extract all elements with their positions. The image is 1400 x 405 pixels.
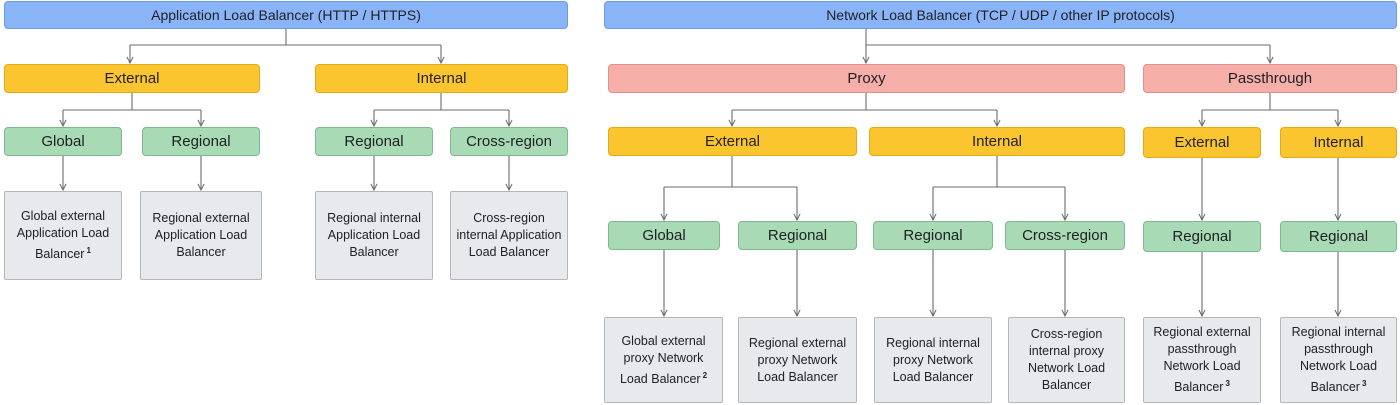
nlb-pass-internal-node: Internal: [1280, 127, 1397, 158]
alb-global-external-leaf: Global external Application Load Balance…: [4, 191, 122, 280]
connector-line: [732, 93, 997, 111]
leaf-text: Regional internal passthrough Network Lo…: [1291, 325, 1386, 394]
connector-line: [1202, 93, 1338, 111]
connector-line: [374, 93, 509, 111]
nlb-pass-external-node: External: [1143, 127, 1261, 158]
leaf-text: Regional internal Application Load Balan…: [327, 211, 421, 259]
footnote-marker: 2: [702, 370, 708, 380]
connector-line: [664, 156, 797, 188]
leaf-text: Regional external proxy Network Load Bal…: [748, 335, 847, 384]
nlb-crossregion-internal-proxy-leaf: Cross-region internal proxy Network Load…: [1008, 317, 1125, 403]
nlb-title: Network Load Balancer (TCP / UDP / other…: [604, 1, 1397, 29]
footnote-marker: 1: [86, 246, 91, 255]
nlb-pass-ext-regional-node: Regional: [1143, 221, 1261, 252]
nlb-proxy-int-regional-node: Regional: [873, 221, 993, 250]
alb-title: Application Load Balancer (HTTP / HTTPS): [4, 1, 568, 29]
nlb-regional-internal-proxy-leaf: Regional internal proxy Network Load Bal…: [874, 317, 992, 403]
nlb-regional-external-proxy-leaf: Regional external proxy Network Load Bal…: [738, 317, 857, 403]
nlb-proxy-node: Proxy: [608, 64, 1125, 93]
nlb-regional-external-passthrough-leaf: Regional external passthrough Network Lo…: [1143, 317, 1261, 403]
alb-ext-regional-node: Regional: [142, 127, 260, 156]
leaf-text: Global external proxy Network Load Balan…: [619, 333, 706, 386]
leaf-text: Regional external Application Load Balan…: [152, 211, 250, 259]
connector-line: [63, 93, 201, 111]
leaf-text: Cross-region internal proxy Network Load…: [1027, 327, 1106, 392]
alb-regional-internal-leaf: Regional internal Application Load Balan…: [315, 191, 433, 280]
alb-int-crossregion-node: Cross-region: [450, 127, 568, 156]
alb-ext-global-node: Global: [4, 127, 122, 156]
footnote-marker: 3: [1361, 379, 1367, 388]
nlb-regional-internal-passthrough-leaf: Regional internal passthrough Network Lo…: [1280, 317, 1397, 403]
leaf-text: Regional internal proxy Network Load Bal…: [886, 335, 980, 384]
connector-line: [865, 29, 1270, 46]
footnote-marker: 3: [1225, 379, 1230, 388]
connector-line: [130, 29, 441, 46]
alb-regional-external-leaf: Regional external Application Load Balan…: [140, 191, 262, 280]
alb-internal-node: Internal: [315, 64, 568, 93]
alb-crossregion-internal-leaf: Cross-region internal Application Load B…: [450, 191, 568, 280]
nlb-pass-int-regional-node: Regional: [1280, 221, 1397, 252]
leaf-text: Cross-region internal Application Load B…: [456, 211, 562, 259]
nlb-proxy-ext-global-node: Global: [608, 221, 720, 250]
nlb-proxy-external-node: External: [608, 127, 857, 156]
connector-line: [933, 156, 1065, 188]
leaf-text: Regional external passthrough Network Lo…: [1153, 325, 1251, 394]
nlb-passthrough-node: Passthrough: [1143, 64, 1397, 93]
alb-external-node: External: [4, 64, 260, 93]
nlb-proxy-ext-regional-node: Regional: [738, 221, 857, 250]
nlb-global-external-proxy-leaf: Global external proxy Network Load Balan…: [604, 317, 723, 403]
nlb-proxy-internal-node: Internal: [869, 127, 1125, 156]
leaf-text: Global external Application Load Balance…: [16, 209, 110, 261]
nlb-proxy-int-crossregion-node: Cross-region: [1005, 221, 1125, 250]
alb-int-regional-node: Regional: [315, 127, 433, 156]
